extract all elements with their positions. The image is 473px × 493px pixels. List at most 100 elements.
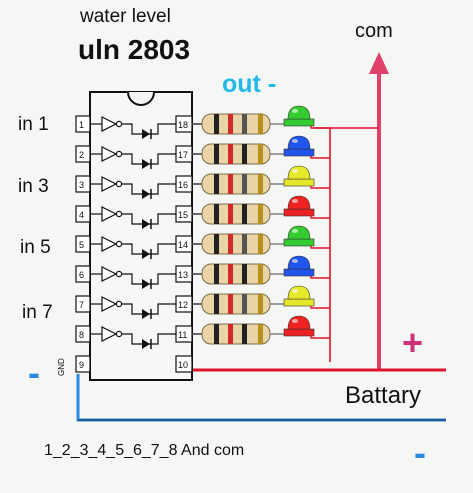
led-supply-wire [310,306,330,309]
right-pin-number-10: 10 [178,360,188,370]
com-label: com [355,20,393,42]
title-water-level: water level [80,6,171,27]
right-pin-number-12: 12 [178,300,188,310]
output-channel-7 [192,285,330,315]
left-pin-number-1: 1 [79,120,84,130]
right-pin-number-13: 13 [178,270,188,280]
led-supply-wire [310,126,330,129]
left-pin-number-3: 3 [79,180,84,190]
right-pin-number-14: 14 [178,240,188,250]
right-pin-number-16: 16 [178,180,188,190]
led-highlight [292,199,298,203]
resistor-band [242,114,247,134]
out-minus-label: out - [222,70,277,98]
led-base [283,238,315,247]
left-pin-number-5: 5 [79,240,84,250]
resistor-band [258,234,263,254]
inverter-bubble [115,300,123,308]
driver-channel-4 [90,206,176,229]
driver-channel-3 [90,176,176,199]
led-dome [287,105,311,120]
led-highlight [292,139,298,143]
led-dome [287,225,311,240]
resistor-band [214,324,219,344]
left-pin-9 [75,355,91,373]
output-channel-2 [192,135,330,165]
ic-notch [127,91,155,106]
resistor-band [228,264,233,284]
clamp-diode [142,159,150,169]
clamp-diode [142,219,150,229]
inverter-bubble [115,330,123,338]
input-label-3: in 3 [18,176,49,197]
led-base [283,148,315,157]
driver-channel-7 [90,296,176,319]
led-highlight [292,319,298,323]
led-supply-wire [310,336,330,339]
led-highlight [292,259,298,263]
buffer-symbol [101,176,118,192]
right-pin-10 [175,355,193,373]
resistor-band [258,264,263,284]
resistor-band [228,234,233,254]
input-label-5: in 5 [20,237,51,258]
buffer-symbol [101,206,118,222]
clamp-diode [142,309,150,319]
led-supply-wire [310,246,330,249]
resistor-band [228,294,233,314]
title-uln-2803: uln 2803 [78,34,191,65]
output-channel-8 [192,315,330,345]
resistor-band [228,204,233,224]
clamp-diode [142,189,150,199]
led-base [283,178,315,187]
resistor-band [228,324,233,344]
resistor-band [258,204,263,224]
clamp-diode [142,129,150,139]
buffer-symbol [101,146,118,162]
buffer-symbol [101,296,118,312]
resistor-band [258,294,263,314]
left-pin-number-6: 6 [79,270,84,280]
driver-channel-5 [90,236,176,259]
resistor-band [228,114,233,134]
led-dome [287,195,311,210]
led-base [283,118,315,127]
left-pin-number-8: 8 [79,330,84,340]
inverter-bubble [115,270,123,278]
led-dome [287,165,311,180]
led-dome [287,315,311,330]
battery-label: Battary [345,382,422,409]
inverter-bubble [115,180,123,188]
clamp-diode [142,279,150,289]
clamp-diode [142,249,150,259]
led-supply-wire [310,156,330,159]
gnd-pin-label: GND [57,358,66,376]
led-supply-wire [310,186,330,189]
led-highlight [292,289,298,293]
led-base [283,298,315,307]
led-highlight [292,169,298,173]
resistor-band [258,114,263,134]
resistor-band [214,204,219,224]
resistor-band [258,174,263,194]
led-dome [287,255,311,270]
inverter-bubble [115,210,123,218]
inverter-bubble [115,240,123,248]
right-pin-number-17: 17 [178,150,188,160]
right-pin-number-18: 18 [178,120,188,130]
led-base [283,208,315,217]
left-pin-number-2: 2 [79,150,84,160]
resistor-band [242,324,247,344]
input-label-7: in 7 [22,302,53,323]
buffer-symbol [101,116,118,132]
plus-label: + [402,322,424,363]
led-dome [287,135,311,150]
right-pin-number-11: 11 [178,330,187,340]
right-pin-number-15: 15 [178,210,188,220]
buffer-symbol [101,326,118,342]
led-supply-wire [310,216,330,219]
buffer-symbol [101,236,118,252]
output-channel-5 [192,225,330,255]
left-pin-number-7: 7 [79,300,84,310]
